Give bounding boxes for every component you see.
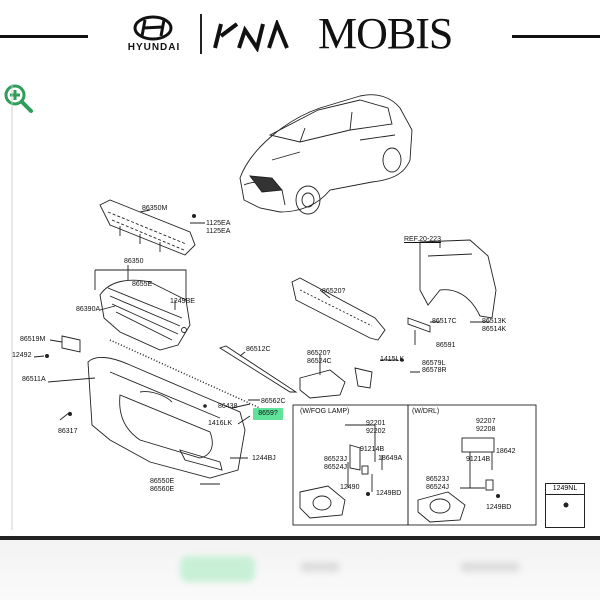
part-label[interactable]: 92207 (476, 418, 496, 425)
part-label[interactable]: 91214B (466, 456, 491, 463)
highlighted-part-hotspot[interactable]: 8659? (253, 408, 283, 420)
header-rule-left (0, 35, 88, 38)
part-label[interactable]: 8655E (132, 281, 153, 288)
part-label[interactable]: 86520? (322, 288, 346, 295)
part-label[interactable]: 86517C (432, 318, 457, 325)
logo-divider (200, 14, 202, 54)
note-box-code: 1249NL (546, 484, 584, 495)
bracket-part (61, 335, 81, 353)
part-label[interactable]: 12492 (12, 352, 32, 359)
part-label[interactable]: 92208 (476, 426, 496, 433)
part-label[interactable]: 12490 (340, 484, 360, 491)
energy-absorber-part (291, 277, 386, 341)
part-label[interactable]: 86524C (307, 358, 332, 365)
part-label[interactable]: 1249BE (170, 298, 195, 305)
part-label[interactable]: 86350 (124, 258, 144, 265)
part-label[interactable]: 1125EA (206, 220, 231, 227)
part-label[interactable]: 1415LK (380, 356, 405, 363)
fog-lamp-caption: (W/FOG LAMP) (300, 408, 350, 415)
part-label[interactable]: 86562C (261, 398, 286, 405)
part-label[interactable]: 86550E (150, 478, 175, 485)
part-label[interactable]: 92202 (366, 428, 386, 435)
hyundai-wordmark: HYUNDAI (127, 42, 181, 53)
drl-caption: (W/DRL) (412, 408, 440, 415)
part-label[interactable]: 86350M (142, 205, 168, 212)
main-grille-part (99, 279, 191, 351)
front-bumper-part (87, 357, 246, 479)
car-illustration (239, 94, 413, 215)
blurred-element (460, 562, 520, 572)
fog-lamp-inset (299, 424, 383, 519)
upper-grille-part (99, 199, 196, 256)
part-label[interactable]: 86438 (218, 403, 238, 410)
highlighted-part-label: 8659? (258, 410, 278, 417)
part-label[interactable]: 1416LK (208, 420, 233, 427)
part-label[interactable]: 1249BD (486, 504, 512, 511)
fender-part (419, 239, 497, 319)
blurred-element (300, 562, 340, 572)
blurred-footer (0, 540, 600, 600)
mobis-wordmark: MOBIS (318, 9, 453, 58)
part-label[interactable]: 86519M (20, 336, 46, 343)
part-label[interactable]: 86511A (22, 376, 46, 383)
part-label[interactable]: REF.20-223 (404, 236, 441, 243)
part-label[interactable]: 1249BD (376, 490, 402, 497)
hyundai-logo-icon (133, 15, 173, 41)
part-label[interactable]: 86591 (436, 342, 456, 349)
part-label[interactable]: 86317 (58, 428, 78, 435)
lower-strip-part (218, 345, 298, 393)
part-label[interactable]: 86390A (76, 306, 101, 313)
part-label[interactable]: 86560E (150, 486, 175, 493)
part-label[interactable]: 86514K (482, 326, 507, 333)
part-label[interactable]: 1244BJ (252, 455, 276, 462)
footer-rule (0, 536, 600, 540)
part-label[interactable]: 92201 (366, 420, 386, 427)
drl-inset (417, 437, 495, 523)
part-label[interactable]: 18649A (378, 455, 403, 462)
part-label[interactable]: 1125EA (206, 228, 231, 235)
part-note-box[interactable]: 1249NL (545, 483, 585, 528)
part-label[interactable]: 86523J (324, 456, 347, 463)
kia-logo-icon (213, 20, 289, 52)
brand-header: HYUNDAI MOBIS (0, 0, 600, 68)
part-label[interactable]: 86512C (246, 346, 271, 353)
part-label[interactable]: 86520? (307, 350, 331, 357)
part-label[interactable]: 86579L (422, 360, 446, 367)
part-label[interactable]: 86524J (324, 464, 347, 471)
fog-cover-part (299, 369, 346, 399)
part-label[interactable]: 86523J (426, 476, 449, 483)
part-label[interactable]: 86524J (426, 484, 449, 491)
part-label[interactable]: 86513K (482, 318, 507, 325)
part-label[interactable]: 86578R (422, 367, 447, 374)
part-label[interactable]: 91214B (360, 446, 385, 453)
part-label[interactable]: 18642 (496, 448, 516, 455)
header-rule-right (512, 35, 600, 38)
blurred-element (180, 556, 255, 582)
